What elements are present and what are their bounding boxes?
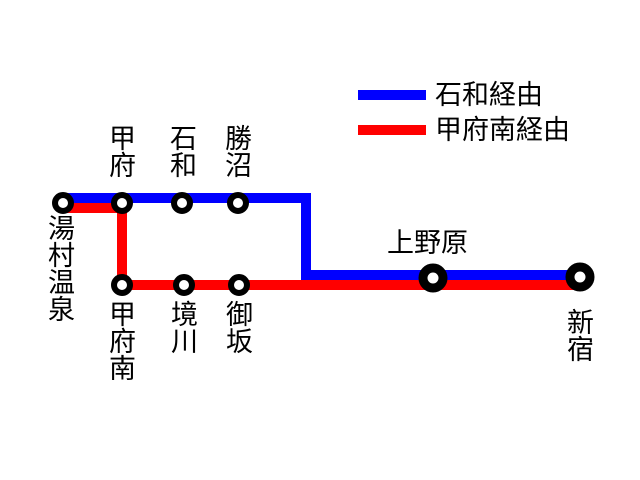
station-kofu (111, 192, 133, 214)
station-shinjuku (565, 262, 595, 292)
blue-route-line (63, 193, 580, 280)
station-kofu-minami (111, 274, 133, 296)
label-katsunuma: 勝沼 (220, 124, 251, 178)
label-misaka: 御坂 (221, 300, 252, 354)
station-kaminohara (418, 263, 448, 293)
station-yumura-onsen (52, 192, 74, 214)
label-sakai: 境川 (166, 300, 197, 354)
legend-red-label: 甲府南経由 (435, 115, 570, 146)
label-kaminohara: 上野原 (387, 228, 468, 259)
label-isawa: 石和 (165, 124, 196, 178)
label-kofu: 甲府 (104, 124, 135, 178)
label-yumura-onsen: 湯村温泉 (43, 214, 74, 322)
station-katsunuma (227, 192, 249, 214)
red-route-line (63, 203, 580, 290)
station-isawa (171, 192, 193, 214)
station-misaka (228, 274, 250, 296)
legend-blue-label: 石和経由 (435, 80, 543, 111)
label-kofu-minami: 甲府南 (104, 300, 135, 381)
label-shinjuku: 新宿 (562, 308, 593, 362)
station-sakai (173, 274, 195, 296)
legend-red-swatch (358, 125, 426, 135)
legend-blue-swatch (358, 90, 426, 100)
